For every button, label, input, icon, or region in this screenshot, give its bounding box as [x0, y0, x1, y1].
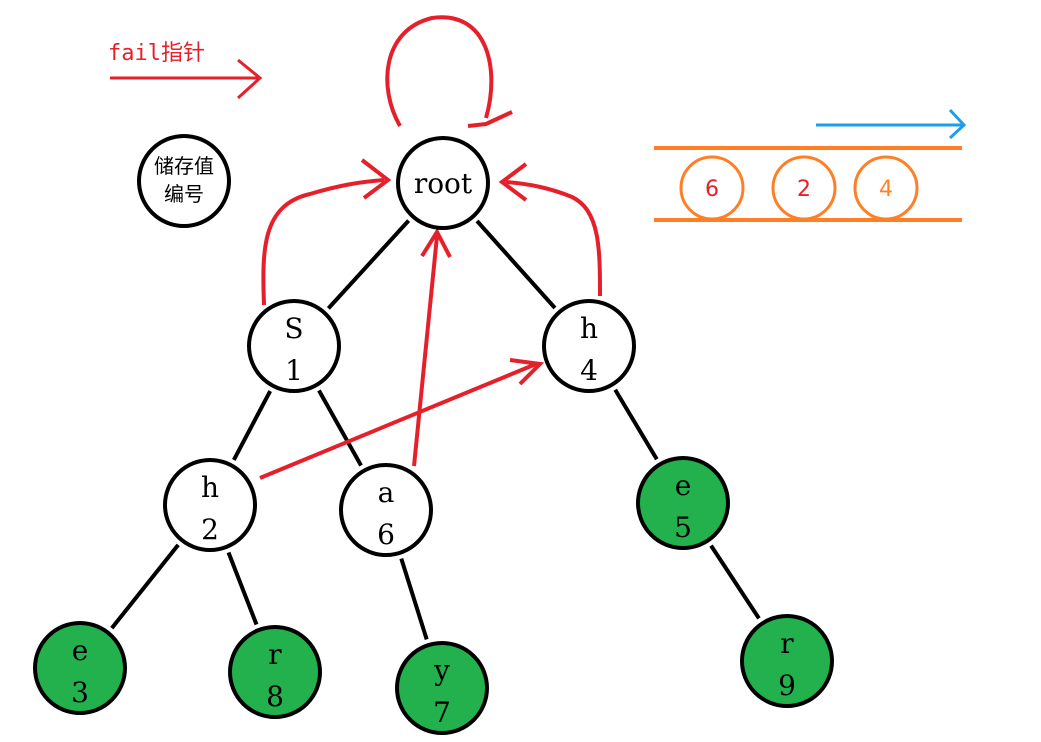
legend-fail-pointer: fail指针 [108, 41, 263, 100]
trie-node-value: r [268, 638, 282, 671]
fail-arrowhead-root-self [467, 110, 513, 128]
trie-node-r8: r8 [228, 625, 322, 719]
trie-node-id: 1 [285, 354, 303, 387]
trie-node-value: e [675, 469, 692, 502]
fail-link-h2-h4 [259, 362, 537, 480]
trie-node-r9: r9 [740, 614, 834, 708]
trie-node-e3: e3 [33, 621, 127, 715]
trie-node-id: 8 [266, 680, 284, 713]
trie-node-id: 5 [674, 511, 692, 544]
tree-edge-a6-y7 [399, 558, 429, 640]
queue-direction-arrow-icon [816, 108, 967, 140]
trie-node-value: S [284, 312, 303, 345]
trie-node-circle [740, 614, 834, 708]
queue-item-circle [679, 155, 745, 221]
trie-node-value: e [72, 634, 89, 667]
fail-arrow-icon [110, 58, 263, 100]
trie-node-circle [636, 456, 730, 550]
trie-node-s1: S1 [247, 299, 341, 393]
root-node-circle [396, 136, 490, 230]
trie-node-e5: e5 [636, 456, 730, 550]
root-node-label: root [414, 167, 473, 200]
trie-node-value: h [580, 312, 598, 345]
queue-item-circle [853, 155, 919, 221]
fail-arrowhead-h2-h4 [509, 358, 545, 386]
fail-arrowhead-a6-root [420, 227, 452, 258]
tree-edge-h2-e3 [110, 543, 180, 630]
fail-link-h4-root [505, 180, 602, 297]
queue-item-label: 6 [705, 177, 719, 202]
queue-item-label: 4 [879, 177, 893, 202]
queue-item-circle [771, 155, 837, 221]
trie-node-value: r [780, 627, 794, 660]
trie-node-circle [247, 299, 341, 393]
tree-edge-h4-e5 [613, 388, 659, 461]
trie-node-a6: a6 [339, 463, 433, 557]
trie-node-circle [395, 641, 489, 735]
trie-node-circle [339, 463, 433, 557]
trie-node-id: 9 [778, 669, 796, 702]
trie-node-value: y [433, 654, 450, 687]
tree-edge-e5-r9 [709, 544, 761, 620]
legend-node-circle [137, 134, 231, 228]
queue: 6 2 4 [654, 108, 967, 222]
tree-edge-h2-r8 [226, 551, 259, 626]
trie-node-id: 2 [201, 513, 219, 546]
tree-edge-s1-a6 [317, 389, 363, 467]
trie-node-y7: y7 [395, 641, 489, 735]
trie-node-id: 7 [433, 696, 451, 729]
tree-edge-root-s1 [326, 219, 411, 310]
legend-node-value-label: 储存值 [154, 154, 214, 178]
legend-node: 储存值 编号 [137, 134, 231, 228]
trie-node-id: 4 [580, 354, 598, 387]
tree-edges [110, 219, 761, 640]
tree-edge-s1-h2 [232, 390, 272, 461]
queue-item-label: 2 [797, 177, 811, 202]
fail-arrowhead-s1-root [360, 158, 392, 200]
fail-link-root-self [385, 15, 494, 128]
fail-arrowhead-h4-root [498, 162, 528, 202]
root-node: root [396, 136, 490, 230]
trie-node-id: 6 [377, 518, 395, 551]
trie-node-circle [228, 625, 322, 719]
trie-node-id: 3 [71, 676, 89, 709]
legend-node-id-label: 编号 [164, 182, 204, 206]
fail-pointer-label: fail指针 [108, 41, 205, 66]
trie-node-circle [163, 458, 257, 552]
trie-node-value: h [201, 471, 219, 504]
tree-edge-root-h4 [475, 219, 557, 310]
fail-links [259, 15, 602, 480]
trie-node-h2: h2 [163, 458, 257, 552]
fail-link-a6-root [412, 235, 439, 467]
trie-node-h4: h4 [542, 299, 636, 393]
trie-node-value: a [378, 476, 395, 509]
trie-node-circle [542, 299, 636, 393]
trie-node-circle [33, 621, 127, 715]
fail-link-s1-root [261, 178, 385, 306]
